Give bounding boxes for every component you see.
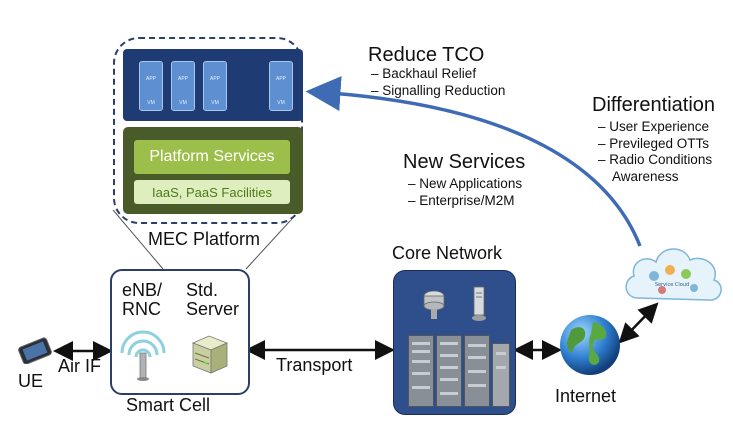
std-server-label: Std. Server [186, 280, 240, 319]
reduce-tco-item: Backhaul Relief [371, 66, 505, 83]
platform-services-label: Platform Services [134, 140, 290, 174]
internet-globe-icon [560, 315, 620, 375]
differentiation-title: Differentiation [592, 94, 716, 116]
reduce-tco-item: Signalling Reduction [371, 83, 505, 100]
curved-arrow [305, 76, 642, 247]
server-rack [436, 335, 462, 407]
service-cloud-icon: Service Cloud [625, 248, 722, 301]
internet-label: Internet [555, 386, 617, 406]
reduce-tco-title: Reduce TCO [368, 44, 485, 66]
server-rack [464, 335, 490, 407]
new-services-item: New Applications [408, 176, 522, 193]
ue-label: UE [18, 371, 44, 391]
server-rack [492, 343, 510, 407]
differentiation-item-continuation: Awareness [612, 168, 679, 184]
differentiation-item: Radio Conditions [598, 152, 712, 169]
transport-label: Transport [276, 355, 353, 375]
smart-cell-box [110, 269, 250, 395]
server-icon [191, 335, 229, 374]
differentiation-item: Previleged OTTs [598, 136, 712, 153]
server-rack [408, 335, 434, 407]
differentiation-item: User Experience [598, 119, 712, 136]
mec-platform-label: MEC Platform [148, 229, 261, 249]
reduce-tco-list: Backhaul Relief Signalling Reduction [371, 66, 505, 99]
core-network-label: Core Network [392, 243, 503, 263]
new-services-title: New Services [403, 151, 526, 173]
new-services-item: Enterprise/M2M [408, 193, 522, 210]
enb-rnc-label: eNB/ RNC [122, 280, 163, 319]
differentiation-list: User Experience Previleged OTTs Radio Co… [598, 119, 712, 185]
internet-cloud-link [618, 302, 659, 344]
ue-device-icon [18, 337, 52, 364]
new-services-list: New Applications Enterprise/M2M [408, 176, 522, 209]
core-network-box [393, 270, 516, 415]
svg-text:Service Cloud: Service Cloud [655, 282, 689, 288]
tower-server-icon [472, 286, 486, 321]
smart-cell-label: Smart Cell [126, 395, 211, 415]
facilities-label: IaaS, PaaS Facilities [134, 180, 290, 204]
antenna-icon [120, 330, 166, 381]
air-if-label: Air IF [58, 356, 101, 376]
funnel-line-left [112, 209, 164, 270]
db-server-icon [423, 290, 445, 319]
